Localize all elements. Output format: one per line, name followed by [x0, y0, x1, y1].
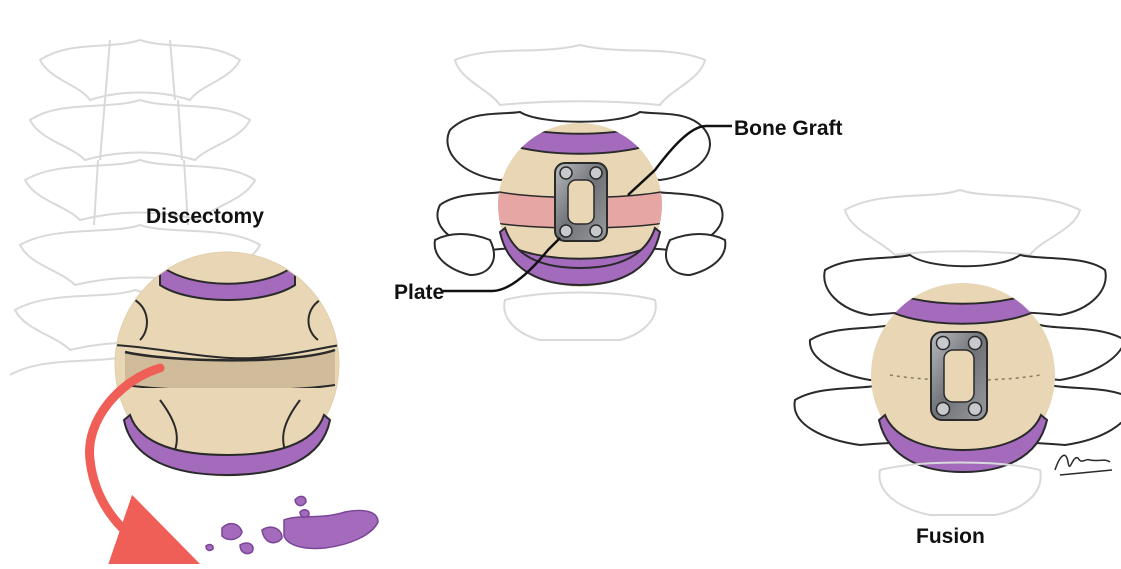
- plate-hardware: [555, 163, 607, 241]
- discectomy-magnified-view: [115, 250, 340, 480]
- disc-fragments: [206, 496, 378, 553]
- fusion-plate-hardware: [931, 332, 987, 420]
- fusion-label: Fusion: [916, 526, 985, 547]
- plate-label: Plate: [394, 282, 444, 303]
- artist-signature: [1055, 455, 1112, 475]
- bone-graft-label: Bone Graft: [734, 118, 843, 139]
- discectomy-label: Discectomy: [146, 206, 264, 227]
